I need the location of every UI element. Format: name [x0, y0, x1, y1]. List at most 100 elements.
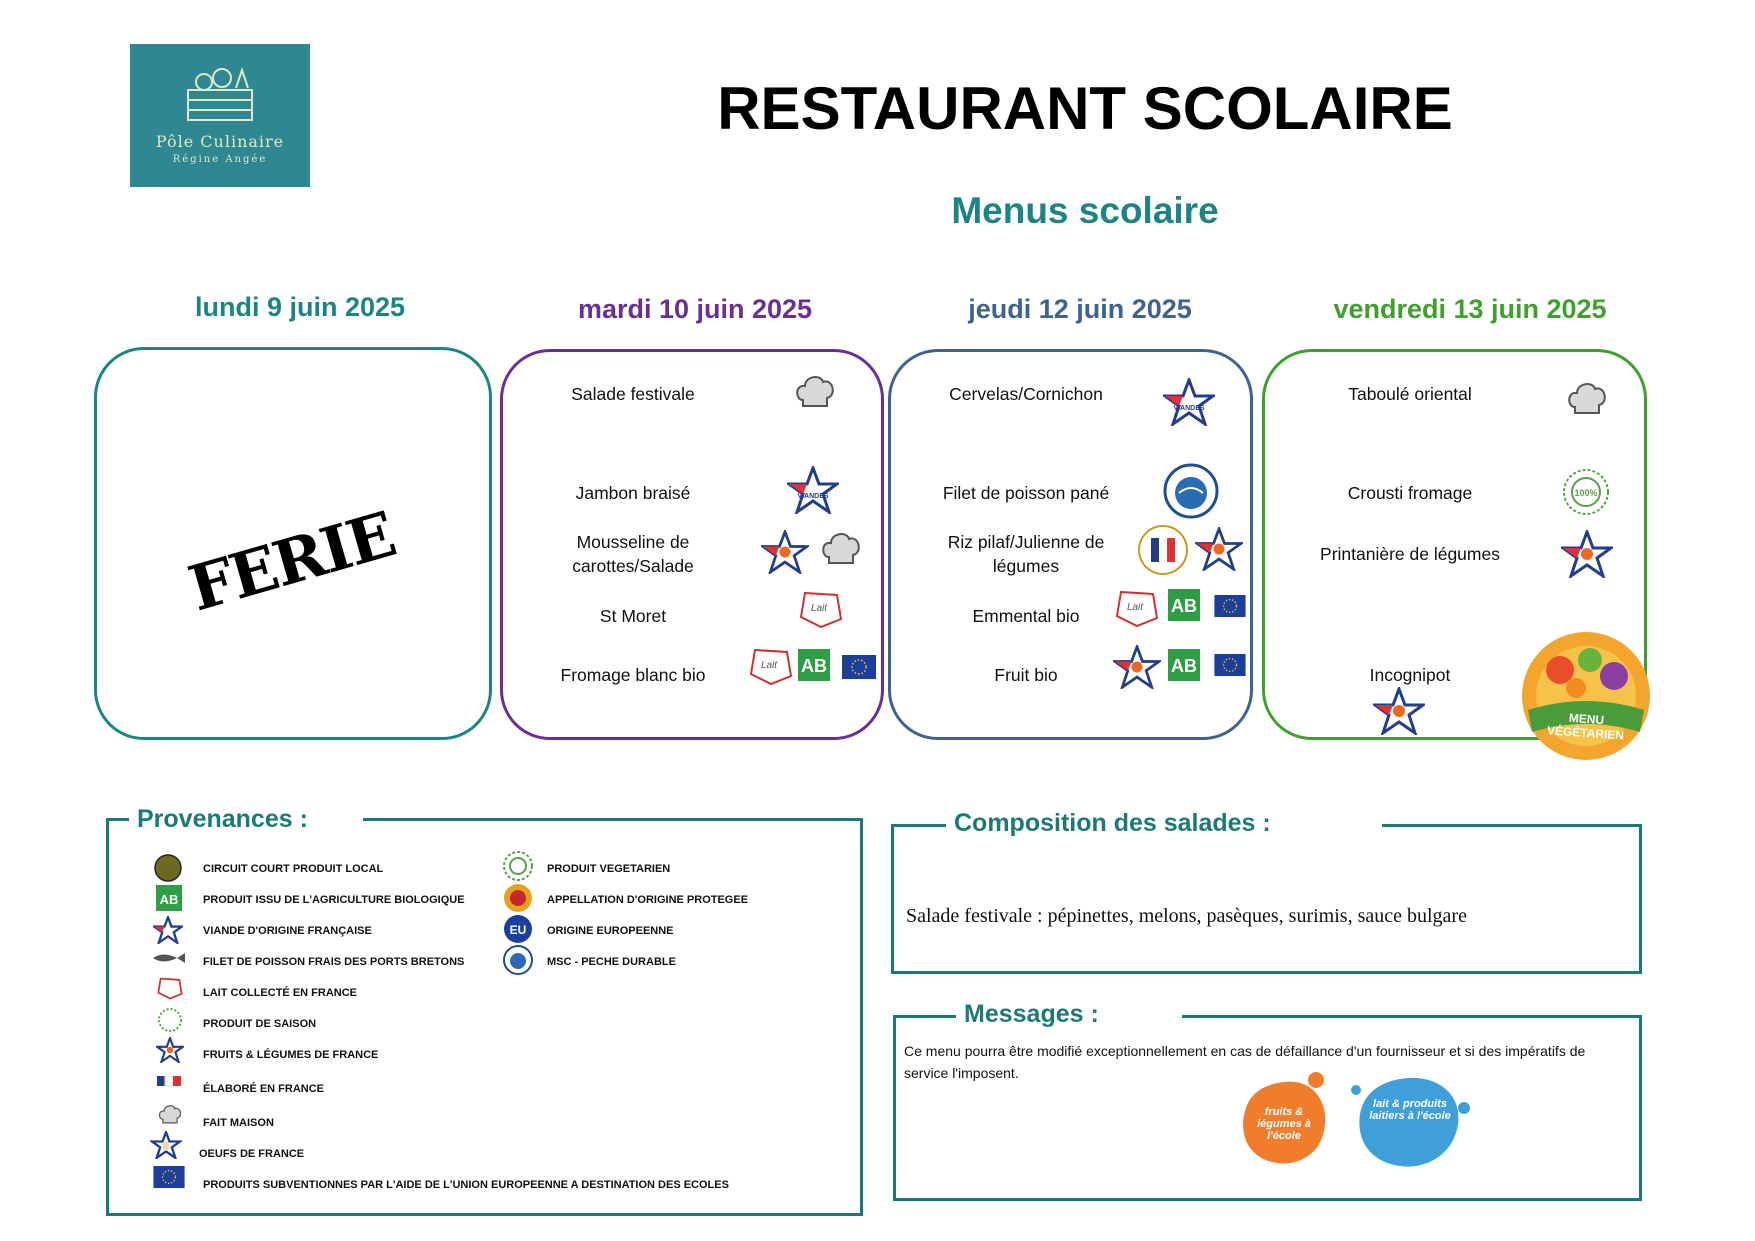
milk-school-label: lait & produits laitiers à l'école: [1369, 1098, 1451, 1122]
page-subtitle: Menus scolaire: [951, 190, 1219, 231]
ab-organic-icon: AB: [1168, 649, 1200, 681]
legend-label: CIRCUIT COURT PRODUIT LOCAL: [203, 863, 384, 875]
fruits-vegetables-france-icon: [1373, 687, 1425, 735]
svg-text:AB: AB: [1171, 656, 1197, 676]
svg-text:AB: AB: [801, 656, 827, 676]
legend-label: ORIGINE EUROPEENNE: [547, 925, 674, 937]
european-origin-icon: EU: [501, 912, 535, 946]
fruits-vegetables-school-logo: fruits & légumes à l'école: [1234, 1070, 1334, 1170]
fruits-vegetables-france-icon: [1113, 645, 1161, 689]
legend-label: VIANDE D'ORIGINE FRANÇAISE: [203, 925, 372, 937]
provenances-legend: Provenances : AB CIRCUIT COURT PRODUIT L…: [106, 805, 863, 1216]
logo-subtitle: Régine Angée: [172, 154, 268, 165]
fish-icon: [151, 948, 187, 968]
menu-item: Emmental bio: [972, 606, 1080, 626]
day-header-monday: lundi 9 juin 2025: [194, 292, 406, 322]
svg-text:Lait: Lait: [761, 660, 778, 671]
chef-hat-icon: [822, 533, 860, 564]
made-in-france-icon: [155, 1069, 185, 1097]
vegetarian-product-icon: [501, 849, 535, 883]
day-header-tuesday: mardi 10 juin 2025: [577, 294, 813, 324]
menu-item: Fromage blanc bio: [560, 665, 706, 685]
holiday-stamp: FERIE: [180, 497, 403, 626]
eu-flag-icon: [151, 1165, 187, 1189]
vegetable-crate-icon: [187, 66, 253, 121]
seasonal-product-icon: [155, 1006, 185, 1034]
legend-label: PRODUIT DE SAISON: [203, 1018, 317, 1030]
svg-text:AB: AB: [160, 892, 179, 907]
chef-hat-icon: [796, 376, 834, 407]
page-title: RESTAURANT SCOLAIRE: [717, 75, 1453, 142]
menu-item: Taboulé oriental: [1348, 384, 1472, 404]
vegetable-bowl-icon: [1522, 632, 1650, 760]
menu-item: Jambon braisé: [575, 483, 691, 503]
fruits-vegetables-france-icon: [761, 530, 809, 574]
pole-culinaire-logo: Pôle Culinaire Régine Angée: [130, 44, 310, 187]
milk-france-icon: Lait: [1115, 590, 1159, 628]
milk-france-icon: Lait: [749, 648, 793, 686]
msc-sustainable-fishing-icon: [1163, 463, 1219, 519]
msc-sustainable-fishing-icon: [501, 943, 535, 977]
logo-title: Pôle Culinaire: [155, 132, 285, 151]
messages-title: Messages :: [956, 1000, 1182, 1029]
ab-organic-icon: AB: [798, 649, 830, 681]
svg-text:VIANDES: VIANDES: [797, 493, 828, 500]
salad-composition-title: Composition des salades :: [946, 809, 1382, 838]
fruits-vegetables-france-icon: [1195, 527, 1243, 571]
menu-item: Printanière de légumes: [1320, 544, 1500, 564]
legend-label: APPELLATION D'ORIGINE PROTEGEE: [547, 894, 749, 906]
eu-flag-icon: [842, 655, 876, 679]
menu-item: Fruit bio: [994, 665, 1058, 685]
vegetarian-menu-badge: MENU VÉGÉTARIEN: [1510, 630, 1662, 762]
svg-text:100%: 100%: [1574, 488, 1597, 498]
orange-splash-icon: [1243, 1072, 1326, 1164]
salad-composition-text: Salade festivale : pépinettes, melons, p…: [906, 905, 1467, 927]
svg-text:VIANDES: VIANDES: [1173, 405, 1204, 412]
svg-text:AB: AB: [1171, 596, 1197, 616]
salad-composition-section: Composition des salades : Salade festiva…: [891, 809, 1642, 974]
menu-item: Riz pilaf/Julienne de légumes: [947, 532, 1105, 576]
day-header-thursday: jeudi 12 juin 2025: [968, 294, 1192, 324]
menu-item: Filet de poisson pané: [942, 483, 1110, 503]
menu-item: Crousti fromage: [1347, 483, 1473, 503]
fruits-vegetables-france-icon: [1561, 530, 1613, 578]
legend-label: MSC - PECHE DURABLE: [547, 956, 676, 968]
messages-section: Messages : Ce menu pourra être modifié e…: [893, 1000, 1642, 1201]
legend-label: PRODUIT VEGETARIEN: [547, 863, 671, 875]
french-wheat-icon: [1138, 525, 1188, 575]
legend-label: PRODUITS SUBVENTIONNES PAR L'AIDE DE L'U…: [203, 1179, 729, 1191]
milk-splash-icon: [1351, 1077, 1470, 1167]
local-circuit-icon: [153, 853, 183, 883]
legend-label: OEUFS DE FRANCE: [199, 1148, 305, 1160]
legend-label: FRUITS & LÉGUMES DE FRANCE: [203, 1049, 379, 1061]
ab-organic-icon: AB: [1168, 589, 1200, 621]
seasonal-product-icon: 100%: [1563, 469, 1609, 515]
menu-item: St Moret: [599, 606, 667, 626]
legend-label: ÉLABORÉ EN FRANCE: [203, 1083, 325, 1095]
aop-label-icon: [501, 881, 535, 915]
tuesday-menu-box: Salade festivale Jambon braisé Mousselin…: [500, 349, 884, 740]
svg-text:Lait: Lait: [1127, 602, 1144, 613]
eu-flag-icon: [1214, 595, 1246, 617]
milk-school-logo: lait & produits laitiers à l'école: [1348, 1070, 1472, 1174]
thursday-menu-box: Cervelas/Cornichon Filet de poisson pané…: [888, 349, 1253, 740]
fruits-vegetables-school-label: fruits & légumes à l'école: [1257, 1106, 1311, 1142]
french-meat-star-icon: VIANDES: [787, 466, 839, 514]
monday-menu-box: FERIE: [94, 347, 492, 740]
fruits-vegetables-france-icon: [155, 1036, 185, 1064]
ab-organic-icon: AB: [155, 884, 183, 912]
eu-flag-icon: [1214, 654, 1246, 676]
menu-item: Salade festivale: [571, 384, 695, 404]
svg-text:EU: EU: [510, 923, 527, 937]
menu-item: Cervelas/Cornichon: [949, 384, 1103, 404]
french-meat-star-icon: [151, 915, 185, 945]
legend-label: LAIT COLLECTÉ EN FRANCE: [203, 987, 357, 999]
chef-hat-icon: [155, 1100, 185, 1128]
friday-menu-box: Taboulé oriental Crousti fromage Printan…: [1262, 349, 1647, 740]
provenances-title: Provenances :: [129, 805, 363, 834]
milk-france-icon: Lait: [799, 591, 843, 629]
menu-item: Mousseline de carottes/Salade: [572, 532, 694, 576]
legend-label: PRODUIT ISSU DE L'AGRICULTURE BIOLOGIQUE: [203, 894, 465, 906]
french-eggs-icon: [149, 1131, 183, 1159]
legend-label: FILET DE POISSON FRAIS DES PORTS BRETONS: [203, 956, 465, 968]
